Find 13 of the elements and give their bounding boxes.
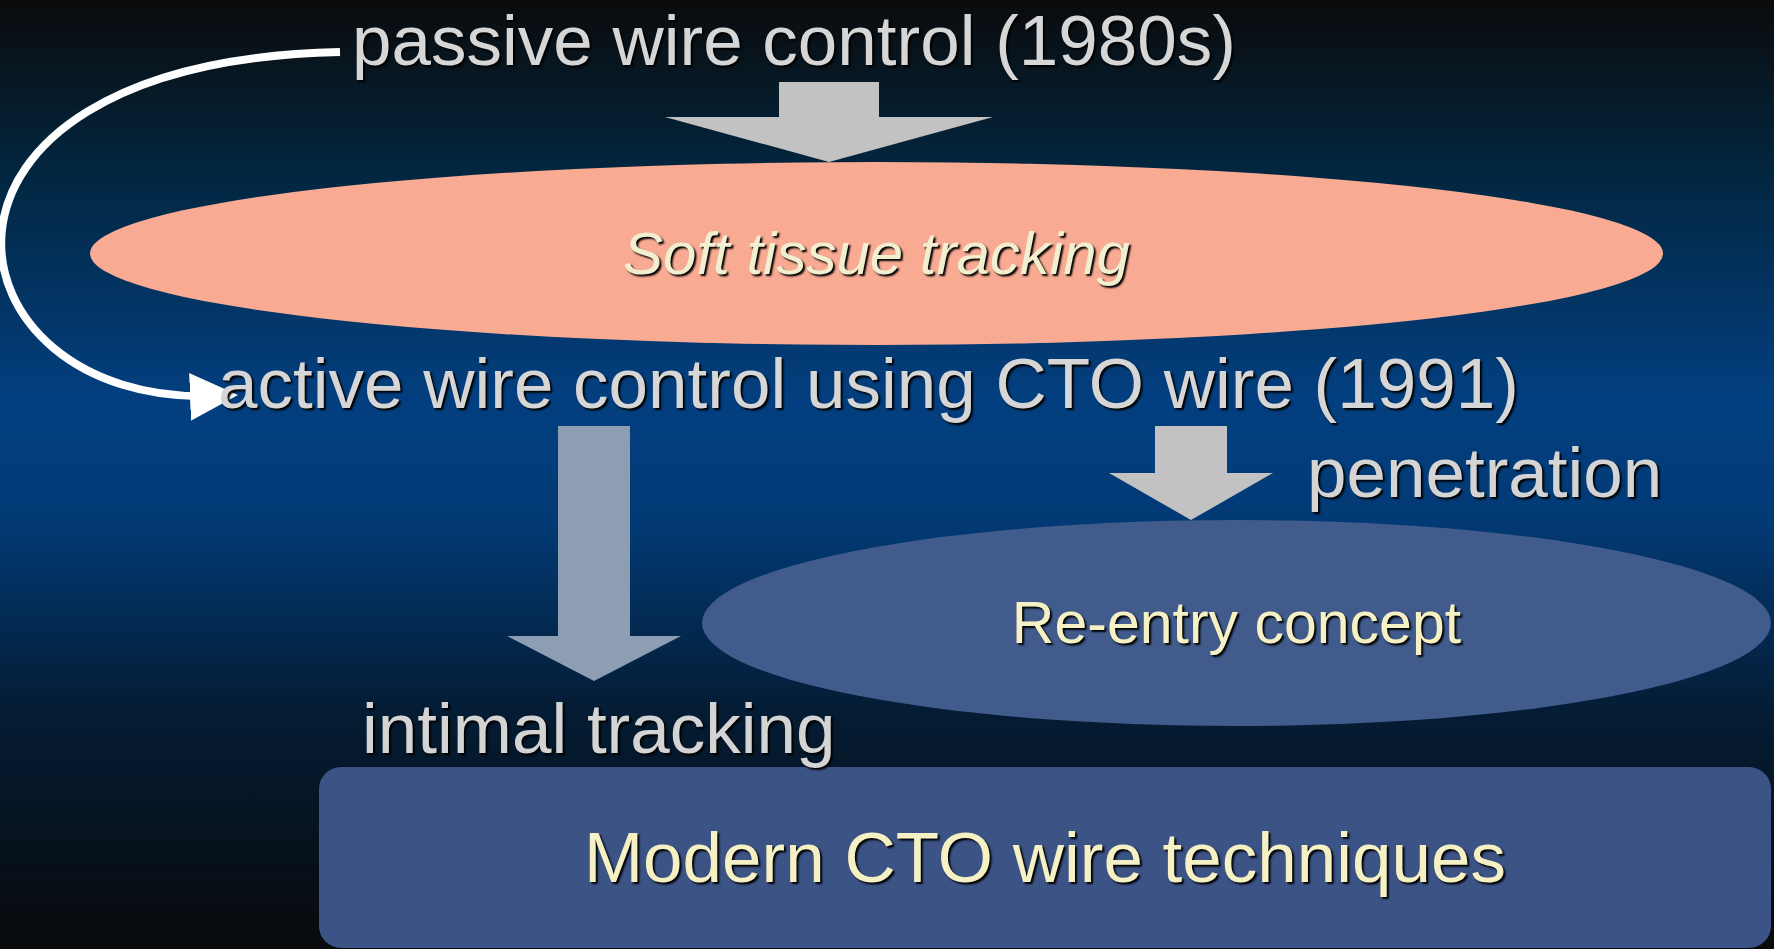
block-arrow [665,82,993,162]
edge-label: penetration [1307,432,1663,513]
oval-node [90,162,1663,345]
node-text: active wire control using CTO wire (1991) [218,342,1519,424]
block-arrow [507,426,681,681]
rounded-box [319,767,1771,948]
node-label: Re-entry concept [1011,589,1462,657]
curved-arrow [0,48,341,419]
edge-label: intimal tracking [362,688,836,769]
block-arrow [1109,426,1273,520]
node-text: passive wire control (1980s) [352,0,1236,81]
node-label: Soft tissue tracking [623,219,1130,288]
node-label: Modern CTO wire techniques [583,817,1507,898]
